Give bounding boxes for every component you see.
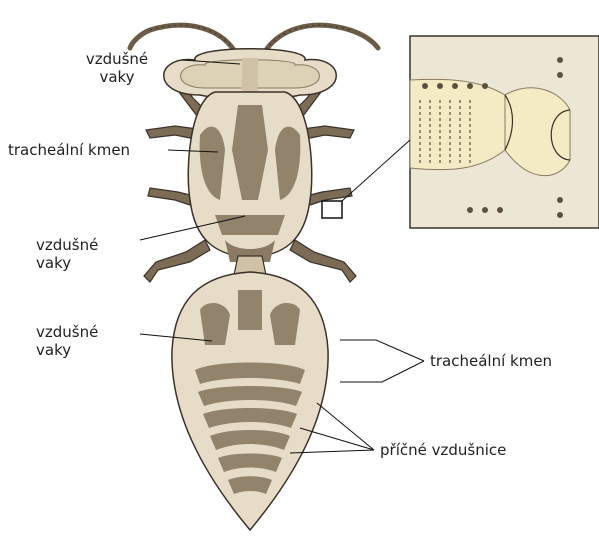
label-air-sacs-head-line2: vaky (82, 68, 152, 86)
label-air-sacs-thorax: vzdušné vaky (36, 236, 98, 272)
label-air-sacs-abdomen: vzdušné vaky (36, 323, 98, 359)
label-air-sacs-head-line1: vzdušné (82, 50, 152, 68)
label-transverse-trachea: příčné vzdušnice (380, 441, 506, 459)
label-trachea-abdomen: tracheální kmen (430, 352, 552, 370)
label-air-sacs-abdomen-line2: vaky (36, 341, 98, 359)
label-trachea-thorax: tracheální kmen (8, 141, 130, 159)
label-air-sacs-thorax-line1: vzdušné (36, 236, 98, 254)
spiracle-detail-icon (410, 36, 599, 228)
label-air-sacs-thorax-line2: vaky (36, 254, 98, 272)
label-air-sacs-abdomen-line1: vzdušné (36, 323, 98, 341)
antennae (130, 25, 378, 50)
label-air-sacs-head: vzdušné vaky (82, 50, 152, 86)
